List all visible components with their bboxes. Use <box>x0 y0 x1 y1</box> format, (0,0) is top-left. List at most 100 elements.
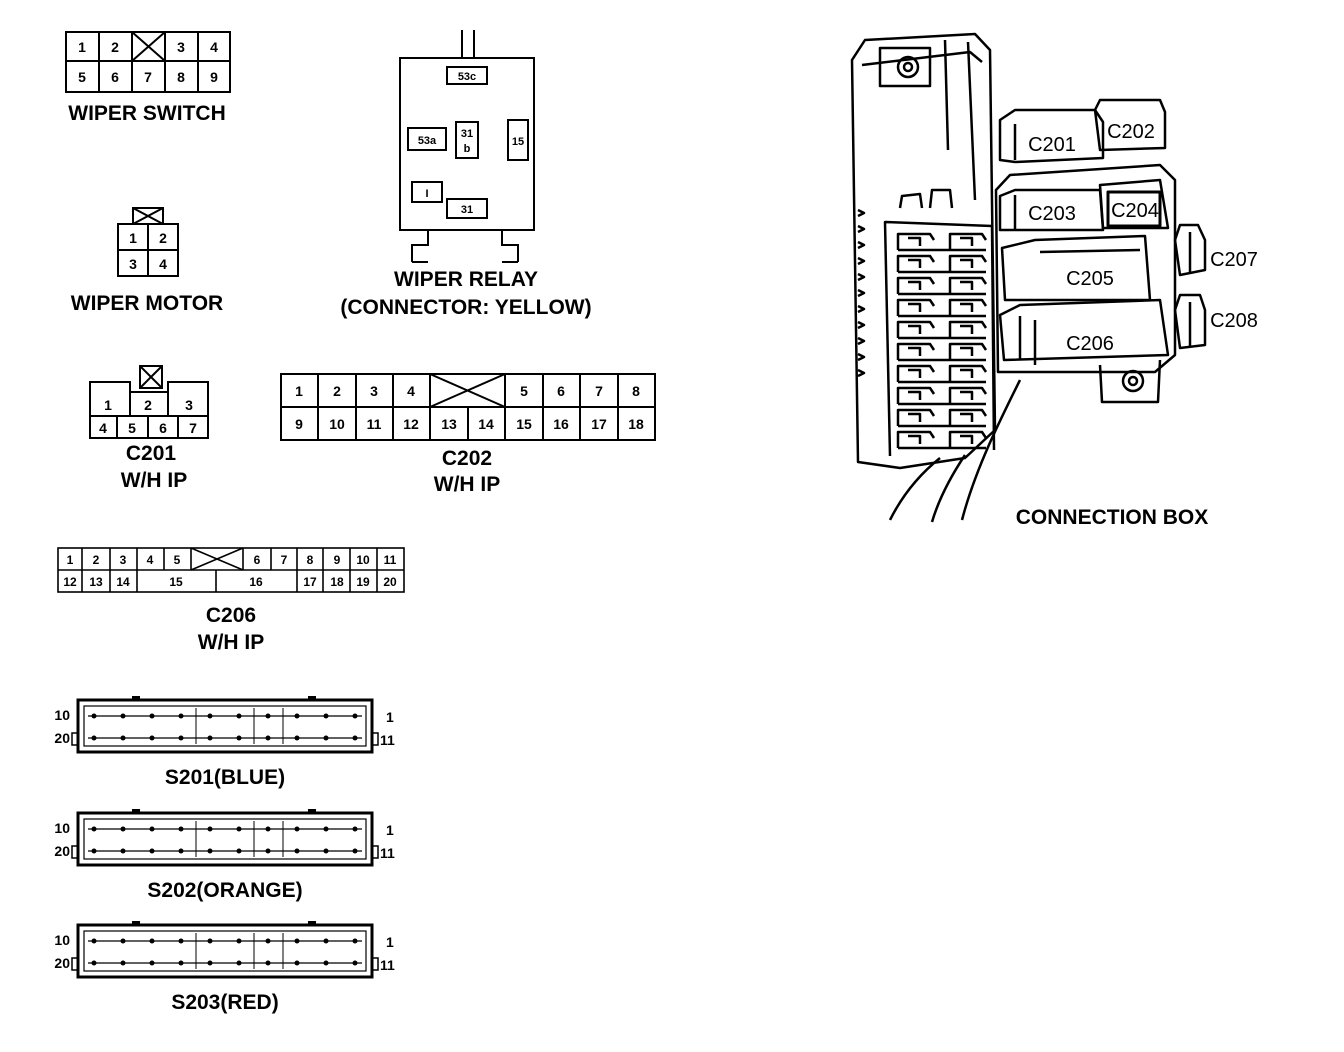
pin-label: 2 <box>144 397 152 413</box>
splice-pin <box>265 848 271 854</box>
splice-pin <box>178 735 184 741</box>
pin-label: 16 <box>249 575 263 589</box>
splice-pin-label: 1 <box>386 822 394 838</box>
splice-blocks: 1020111S201(BLUE)1020111S202(ORANGE)1020… <box>54 696 395 1014</box>
splice-pin-label: 20 <box>54 730 70 746</box>
pin-label: 2 <box>93 553 100 567</box>
pin-label: 4 <box>407 383 415 399</box>
pin-label: 3 <box>370 383 378 399</box>
pin-label: 1 <box>295 383 303 399</box>
pin-label: 1 <box>129 230 137 246</box>
box-connector-label: C203 <box>1028 203 1076 225</box>
fuse-slot <box>896 408 988 428</box>
splice-caption: S203(RED) <box>171 991 278 1014</box>
box-connector-label: C202 <box>1107 121 1155 143</box>
relay-terminal-label: 31 <box>461 204 473 216</box>
pin-label: 15 <box>169 575 183 589</box>
splice-pin <box>207 713 213 719</box>
splice-pin <box>91 826 97 832</box>
pin-label: 5 <box>174 553 181 567</box>
box-connector-label: C201 <box>1028 134 1076 156</box>
relay-terminal-label: b <box>464 143 471 155</box>
fuse-slot <box>896 364 988 384</box>
wiper-switch-caption: WIPER SWITCH <box>68 102 226 125</box>
pin-label: 6 <box>111 69 119 85</box>
splice-pin <box>178 938 184 944</box>
splice-pin <box>120 960 126 966</box>
splice-pin-label: 11 <box>380 845 395 861</box>
splice-pin <box>352 848 358 854</box>
splice-pin <box>149 848 155 854</box>
splice-pin <box>207 735 213 741</box>
splice-pin <box>149 713 155 719</box>
splice-pin <box>352 735 358 741</box>
pin-label: 20 <box>383 575 397 589</box>
splice-pin <box>91 735 97 741</box>
splice-pin <box>236 826 242 832</box>
splice-pin-label: 1 <box>386 709 394 725</box>
pin-label: 18 <box>330 575 344 589</box>
splice-pin <box>352 960 358 966</box>
pin-label: 5 <box>520 383 528 399</box>
splice-pin <box>236 848 242 854</box>
splice-pin <box>236 960 242 966</box>
pin-label: 9 <box>334 553 341 567</box>
c206-connector <box>57 547 405 593</box>
splice-pin <box>236 938 242 944</box>
splice-pin <box>207 848 213 854</box>
pin-label: 9 <box>295 416 303 432</box>
splice-pin <box>207 826 213 832</box>
splice-pin <box>91 938 97 944</box>
splice-pin <box>178 848 184 854</box>
splice-pin <box>265 826 271 832</box>
pin-label: 13 <box>89 575 103 589</box>
pin-label: 1 <box>67 553 74 567</box>
pin-label: 3 <box>129 256 137 272</box>
splice-pin <box>149 735 155 741</box>
splice-pin <box>265 938 271 944</box>
splice-pin <box>323 960 329 966</box>
splice-caption: S201(BLUE) <box>165 766 285 789</box>
pin-label: 8 <box>177 69 185 85</box>
fuse-slot <box>896 276 988 296</box>
splice-pin-label: 10 <box>54 932 70 948</box>
c201-caption: C201 <box>126 442 177 465</box>
wiper-switch-connector <box>65 31 231 93</box>
splice-pin <box>120 735 126 741</box>
relay-terminal-label: 53c <box>458 71 476 83</box>
fuse-slot <box>896 232 988 252</box>
splice-pin <box>207 938 213 944</box>
c201-caption-sub: W/H IP <box>121 469 188 492</box>
splice-pin <box>91 960 97 966</box>
splice-pin <box>294 960 300 966</box>
pin-label: 1 <box>78 39 86 55</box>
splice-pin <box>323 735 329 741</box>
splice-pin <box>294 938 300 944</box>
wiper-motor-connector <box>117 207 179 277</box>
c202-caption: C202 <box>442 447 492 470</box>
splice-pin <box>294 826 300 832</box>
pin-label: 2 <box>159 230 167 246</box>
splice-pin <box>120 848 126 854</box>
splice-pin <box>207 960 213 966</box>
splice-pin <box>120 826 126 832</box>
pin-label: 10 <box>329 416 345 432</box>
connection-box-caption: CONNECTION BOX <box>1016 506 1209 529</box>
pin-label: 4 <box>99 420 107 436</box>
fuse-slot <box>896 320 988 340</box>
wiper-relay-connector <box>399 30 535 263</box>
fuse-slot <box>896 342 988 362</box>
wiper-relay-caption-sub: (CONNECTOR: YELLOW) <box>340 296 591 319</box>
pin-label: 17 <box>303 575 317 589</box>
pin-label: 4 <box>147 553 154 567</box>
pin-label: 12 <box>403 416 419 432</box>
splice-pin <box>120 713 126 719</box>
pin-label: 3 <box>177 39 185 55</box>
splice-pin <box>352 826 358 832</box>
splice-pin <box>352 713 358 719</box>
c201-connector <box>89 365 209 439</box>
pin-label: 7 <box>595 383 603 399</box>
box-connector-label: C205 <box>1066 268 1114 290</box>
pin-label: 6 <box>254 553 261 567</box>
fuse-slot <box>896 298 988 318</box>
